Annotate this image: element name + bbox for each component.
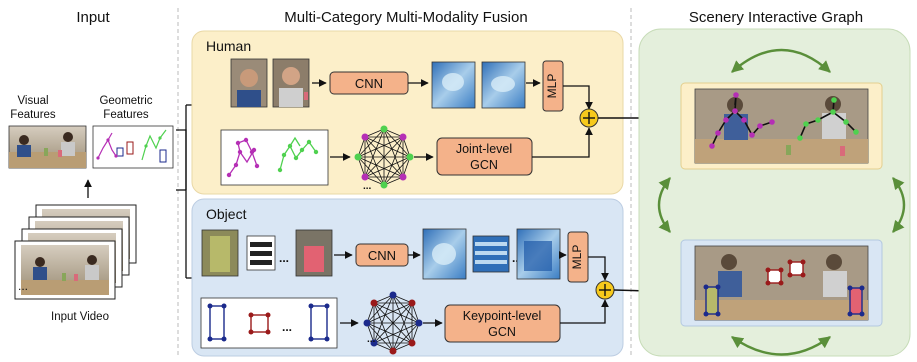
- human-cnn-label: CNN: [355, 76, 383, 91]
- object-graph-ellipsis: ...: [367, 334, 376, 345]
- keypoint-plot-ellipsis: ...: [282, 320, 292, 334]
- human-graph-ellipsis: ...: [363, 181, 372, 192]
- geometric-features-image: [92, 125, 174, 169]
- video-ellipsis: ...: [18, 279, 28, 293]
- object-keypoint-graph: ...: [363, 291, 423, 355]
- object-mlp-to-fusion-arrow: [588, 256, 609, 281]
- human-object-interaction-right-arrow: [892, 177, 906, 233]
- object-fusion-node: [595, 280, 615, 300]
- object-feature-maps: ...: [422, 228, 561, 280]
- human-feature-maps: [431, 61, 526, 109]
- object-mlp-label: MLP: [570, 245, 584, 270]
- human-cnn-block: CNN: [329, 71, 409, 95]
- object-self-interaction-arrow: [731, 336, 831, 356]
- joint-level-gcn-block: Joint-level GCN: [436, 137, 533, 176]
- keypoint-gcn-label-2: GCN: [488, 325, 516, 339]
- visual-features-image: [8, 125, 87, 169]
- input-video-stack: ...: [14, 204, 137, 300]
- human-object-interaction-left-arrow: [657, 177, 671, 233]
- fusion-section-title: Multi-Category Multi-Modality Fusion: [284, 9, 527, 26]
- joint-gcn-label-2: GCN: [470, 158, 498, 172]
- geometric-features-label-1: Geometric: [99, 95, 152, 107]
- keypoint-gcn-to-fusion-arrow: [560, 299, 609, 324]
- human-self-interaction-arrow: [731, 48, 831, 73]
- geometric-features-label-2: Features: [103, 109, 149, 121]
- object-mlp-block: MLP: [567, 231, 589, 283]
- object-graph-node: [680, 239, 883, 327]
- human-graph-node: [680, 82, 883, 170]
- human-joint-graph: ...: [354, 125, 414, 192]
- joint-gcn-label-1: Joint-level: [456, 142, 512, 156]
- object-crops-ellipsis: ...: [279, 251, 289, 265]
- human-panel-title: Human: [206, 38, 251, 54]
- object-cnn-block: CNN: [355, 243, 409, 267]
- human-fusion-node: [579, 108, 599, 128]
- keypoint-level-gcn-block: Keypoint-level GCN: [444, 304, 561, 343]
- human-mlp-to-fusion-arrow: [563, 85, 593, 110]
- input-section-title: Input: [76, 9, 110, 26]
- keypoint-gcn-label-1: Keypoint-level: [463, 309, 542, 323]
- object-cnn-label: CNN: [368, 248, 396, 263]
- object-crops: ...: [201, 229, 333, 277]
- human-mlp-label: MLP: [545, 74, 559, 99]
- visual-features-label-2: Features: [10, 109, 56, 121]
- human-mlp-block: MLP: [542, 60, 564, 112]
- input-video-label: Input Video: [51, 311, 109, 323]
- joint-gcn-to-fusion-arrow: [532, 127, 593, 158]
- human-skeleton-plot: [220, 129, 329, 186]
- visual-features-label-1: Visual: [17, 95, 48, 107]
- object-panel-title: Object: [206, 206, 247, 222]
- object-keypoint-plot: ...: [200, 297, 338, 349]
- graph-section-title: Scenery Interactive Graph: [689, 9, 863, 26]
- human-face-crops: [230, 58, 310, 108]
